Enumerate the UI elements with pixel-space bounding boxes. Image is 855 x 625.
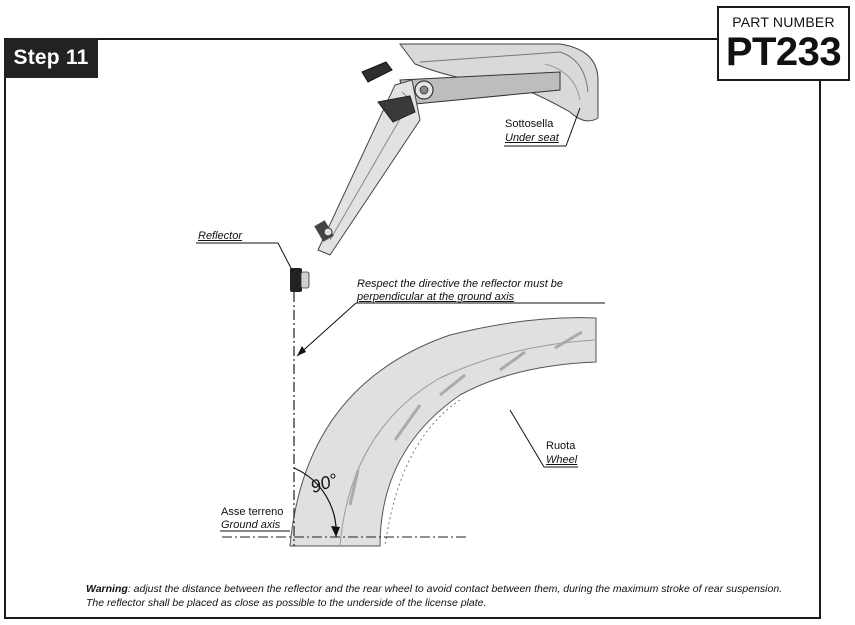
warning-text: : adjust the distance between the reflec… [86, 583, 783, 609]
plate-bracket [314, 61, 561, 256]
warning-prefix: Warning [86, 583, 128, 595]
reflector-part [290, 268, 310, 292]
under-seat-label-en: Under seat [505, 132, 559, 144]
under-seat-label-it: Sottosella [505, 118, 554, 130]
rear-wheel [289, 317, 597, 547]
part-number-box: PART NUMBER PT233 [717, 6, 850, 81]
step-badge: Step 11 [4, 38, 98, 78]
warning-note: Warning: adjust the distance between the… [86, 583, 786, 610]
directive-line-1: Respect the directive the reflector must… [357, 278, 564, 290]
reflector-label: Reflector [198, 230, 243, 242]
part-number-value: PT233 [725, 30, 842, 74]
leader-lines [196, 107, 605, 532]
ground-axis-label-it: Asse terreno [221, 506, 284, 518]
part-number-label: PART NUMBER [732, 14, 835, 30]
diagram-frame [4, 38, 821, 619]
ground-axis-label-en: Ground axis [221, 519, 281, 531]
directive-line-2: perpendicular at the ground axis [357, 291, 515, 303]
wheel-label-it: Ruota [546, 440, 576, 452]
wheel-label-en: Wheel [546, 454, 578, 466]
